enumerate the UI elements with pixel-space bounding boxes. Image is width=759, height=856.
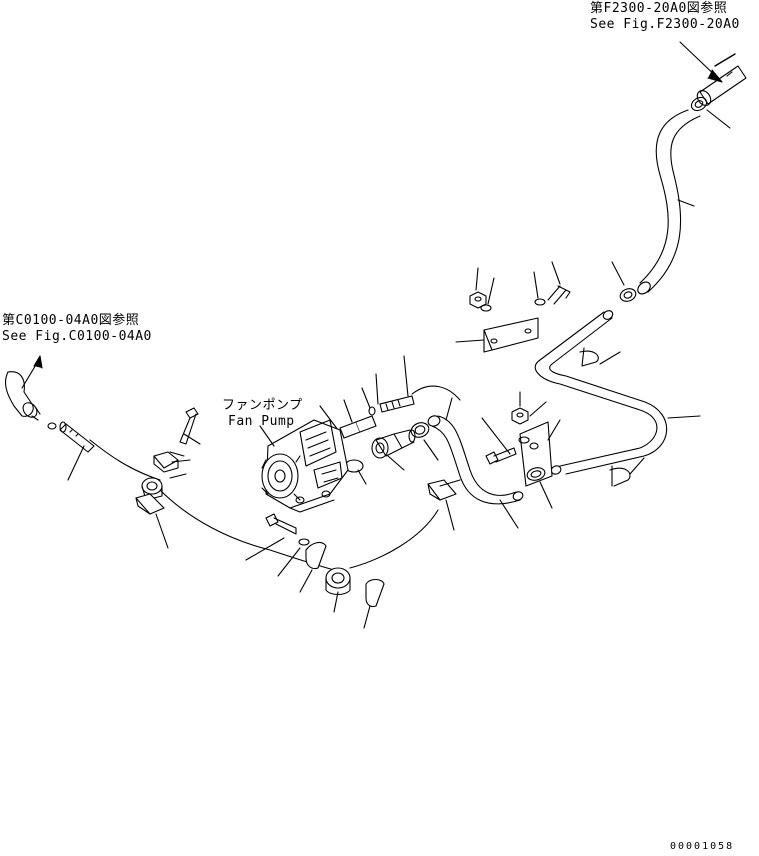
upper-hose-assembly: [456, 42, 746, 508]
reference-left-en: See Fig.C0100-04A0: [2, 329, 152, 344]
reference-left-jp: 第C0100-04A0図参照: [2, 313, 140, 328]
reference-top-en: See Fig.F2300-20A0: [590, 17, 740, 32]
reference-top-jp: 第F2300-20A0図参照: [590, 1, 728, 16]
middle-hose-set: [320, 356, 524, 528]
document-number: 00001058: [670, 841, 735, 852]
fan-pump: [260, 420, 348, 512]
lower-left-assembly: [6, 356, 460, 628]
fan-pump-label-en: Fan Pump: [228, 414, 295, 429]
fan-pump-label-jp: ファンポンプ: [222, 398, 303, 413]
